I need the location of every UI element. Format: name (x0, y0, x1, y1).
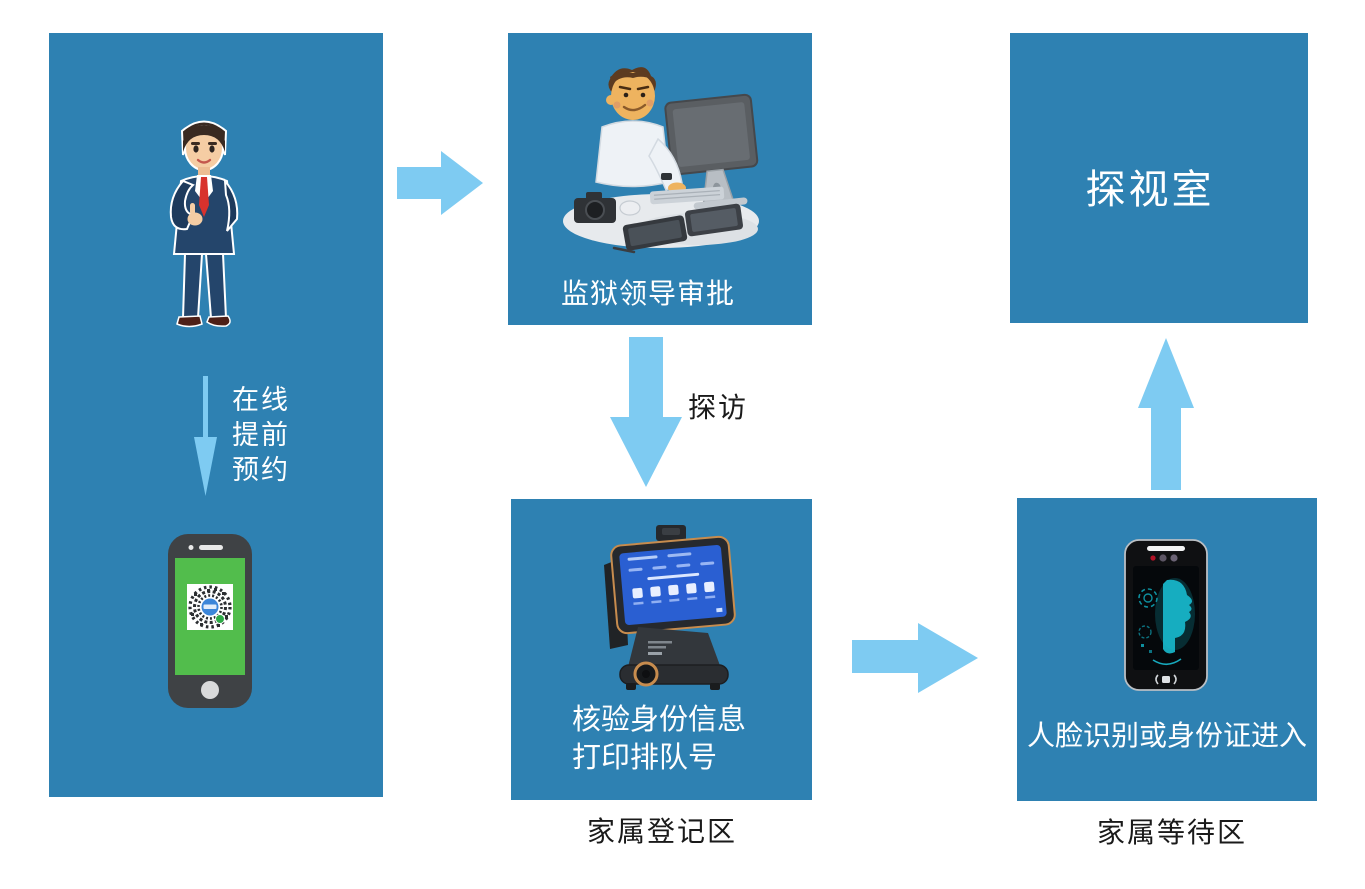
registration-label-line-2: 打印排队号 (572, 742, 718, 774)
entry-label: 人脸识别或身份证进入 (1026, 721, 1307, 752)
approval-label: 监狱领导审批 (560, 279, 735, 310)
note-line-2: 提前 (232, 420, 290, 450)
online-booking-note: 在线 提前 预约 (232, 383, 290, 488)
up-arrow-icon (1138, 338, 1194, 490)
face-recognition-device-illustration (1124, 539, 1208, 691)
note-line-3: 预约 (232, 455, 290, 485)
small-down-arrow-icon (194, 376, 217, 496)
checkin-kiosk-illustration (604, 525, 736, 690)
phone-qr-code-illustration (168, 534, 252, 708)
box-online-booking: 在线 提前 预约 (49, 33, 383, 797)
down-arrow-icon (610, 337, 682, 487)
box-visit-room: 探视室 (1010, 33, 1308, 323)
registration-label-line-1: 核验身份信息 (572, 704, 747, 736)
visit-room-label: 探视室 (1085, 167, 1215, 212)
registration-label: 核验身份信息 打印排队号 (572, 701, 746, 777)
registration-area-label: 家属登记区 (587, 817, 738, 848)
note-line-1: 在线 (232, 385, 290, 415)
right-arrow-icon (852, 623, 978, 693)
businessman-illustration (169, 120, 239, 328)
box-entry: 人脸识别或身份证进入 (1017, 498, 1317, 801)
box-registration: 核验身份信息 打印排队号 (511, 499, 812, 800)
right-arrow-icon (397, 151, 483, 215)
visit-arrow-label: 探访 (688, 393, 749, 424)
waiting-area-label: 家属等待区 (1097, 818, 1248, 849)
box-approval: 监狱领导审批 (508, 33, 812, 325)
officer-at-computer-illustration (563, 67, 759, 254)
